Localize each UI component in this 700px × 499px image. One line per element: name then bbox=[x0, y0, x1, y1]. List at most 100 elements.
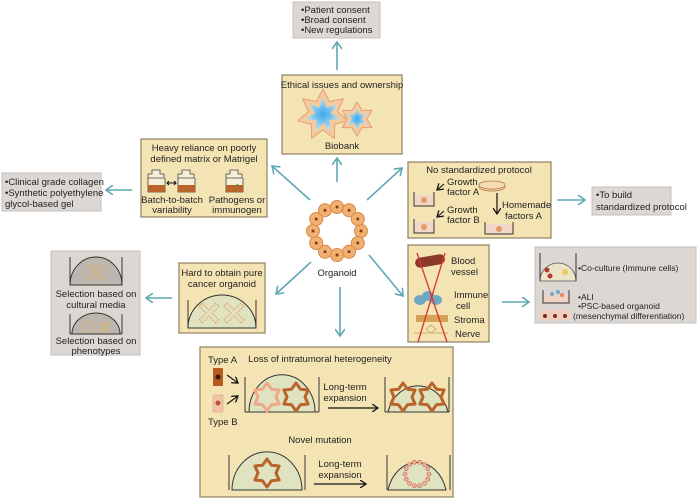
solution-text: standardized protocol bbox=[596, 202, 687, 213]
organoid-shape bbox=[389, 381, 417, 413]
growth-factor-a-label: factor A bbox=[447, 187, 480, 198]
growth-factor-b-label: Growth bbox=[447, 205, 478, 216]
lumen bbox=[347, 108, 367, 130]
organoid-x-icon bbox=[198, 302, 245, 324]
psc-organoid-icon bbox=[540, 310, 570, 320]
arrow-to-purity bbox=[276, 261, 312, 294]
dispersed-cell bbox=[403, 466, 409, 472]
cell-nucleus bbox=[359, 229, 363, 233]
organoid-shape bbox=[253, 381, 281, 413]
organoid-x-shape bbox=[99, 321, 111, 333]
solution-text: •Patient consent bbox=[301, 5, 370, 16]
organoid-x-icon bbox=[87, 263, 105, 281]
ethics-solutions-box: •Patient consent •Broad consent •New reg… bbox=[292, 1, 381, 39]
homemade-factors-label: Homemade bbox=[502, 200, 551, 211]
organoid-x-icon bbox=[99, 321, 111, 333]
double-arrow-icon bbox=[166, 180, 177, 186]
microenv-label: cell bbox=[456, 301, 470, 312]
pathogens-label: Pathogens or bbox=[209, 195, 266, 206]
solution-text: •Co-culture (Immune cells) bbox=[578, 263, 678, 273]
phenotype-selection-label: Selection based on bbox=[56, 336, 137, 347]
matrix-title: defined matrix or Matrigel bbox=[150, 154, 257, 165]
matrigel-bottle-icon bbox=[147, 169, 166, 193]
dispersed-cell bbox=[403, 476, 409, 482]
microenv-label: Nerve bbox=[455, 329, 480, 340]
expansion-label: expansion bbox=[318, 470, 361, 481]
dispersed-cell bbox=[425, 476, 431, 482]
dispersed-cell bbox=[417, 483, 422, 488]
arrow-to-protocol bbox=[366, 168, 402, 201]
batch-variability-label: variability bbox=[152, 205, 192, 216]
organoid-x-shape bbox=[198, 302, 220, 324]
dispersed-cell bbox=[417, 460, 422, 465]
heterogeneity-title: Loss of intratumoral heterogeneity bbox=[248, 354, 392, 365]
dispersed-cell bbox=[425, 466, 431, 472]
dome-icon bbox=[231, 451, 303, 491]
solution-text: •To build bbox=[596, 190, 632, 201]
protocol-box: No standardized protocol Growth factor A… bbox=[407, 161, 552, 239]
cell-nucleus bbox=[323, 250, 327, 254]
organoid-x-shape bbox=[223, 302, 245, 324]
ethics-box: Ethical issues and ownership Biobank bbox=[281, 74, 404, 155]
dispersed-cell bbox=[407, 481, 412, 486]
culture-well-icon bbox=[484, 222, 514, 235]
dispersed-cell bbox=[402, 471, 408, 477]
biobank-label: Biobank bbox=[325, 141, 360, 152]
cell-nucleus bbox=[356, 217, 360, 221]
arrow-to-matrix bbox=[272, 166, 311, 201]
arrow-to-microenvironment bbox=[368, 254, 403, 296]
dispersed-cell bbox=[412, 460, 417, 465]
solution-text: •Synthetic polyethylene bbox=[5, 188, 103, 199]
petri-dish-icon bbox=[478, 180, 506, 192]
culture-well-icon bbox=[413, 192, 435, 207]
dispersed-cell bbox=[422, 462, 427, 467]
solution-text: •PSC-based organoid bbox=[578, 301, 660, 311]
media-selection-label: cultural media bbox=[66, 300, 126, 311]
culture-well-icon bbox=[413, 219, 435, 234]
organoid-x-shape bbox=[87, 263, 105, 281]
arrow-icon bbox=[437, 211, 445, 217]
dispersed-cell bbox=[422, 481, 427, 486]
protocol-title: No standardized protocol bbox=[426, 165, 532, 176]
cell-nucleus bbox=[323, 208, 327, 212]
expansion-label: expansion bbox=[323, 393, 366, 404]
cell-nucleus bbox=[347, 208, 351, 212]
organoid-label: Organoid bbox=[317, 268, 356, 279]
microenv-label: Immune bbox=[454, 290, 488, 301]
homemade-factors-label: factors A bbox=[505, 211, 543, 222]
ali-icon bbox=[542, 290, 570, 304]
solution-text: •New regulations bbox=[301, 25, 373, 36]
microenvironment-solutions-box: •Co-culture (Immune cells) •ALI •PSC-bas… bbox=[534, 246, 697, 324]
solution-text: glycol-based gel bbox=[5, 199, 74, 210]
novel-mutation-title: Novel mutation bbox=[288, 435, 351, 446]
purity-solutions-box: Selection based on cultural media Select… bbox=[50, 250, 141, 357]
cell-nucleus bbox=[347, 250, 351, 254]
purity-title: cancer organoid bbox=[188, 279, 256, 290]
matrix-title: Heavy reliance on poorly bbox=[152, 143, 257, 154]
cell-nucleus bbox=[335, 205, 339, 209]
type-a-label: Type A bbox=[208, 355, 238, 366]
arrows bbox=[106, 42, 585, 336]
solution-text: •ALI bbox=[578, 292, 594, 302]
stroma-icon bbox=[416, 315, 448, 322]
blood-vessel-icon bbox=[415, 254, 445, 268]
solution-text: (mesenchymal differentiation) bbox=[573, 311, 685, 321]
ethics-title: Ethical issues and ownership bbox=[281, 80, 404, 91]
dispersed-cell bbox=[412, 483, 417, 488]
coculture-icon bbox=[539, 253, 577, 282]
batch-variability-label: Batch-to-batch bbox=[141, 195, 203, 206]
purity-box: Hard to obtain pure cancer organoid bbox=[178, 262, 266, 334]
microenvironment-box: Blood vessel Immune cell Stroma Nerve bbox=[407, 244, 490, 343]
lumen bbox=[305, 97, 341, 132]
matrix-box: Heavy reliance on poorly defined matrix … bbox=[140, 138, 268, 218]
solution-text: •Broad consent bbox=[301, 15, 366, 26]
type-b-label: Type B bbox=[208, 417, 238, 428]
arrow-icon bbox=[437, 184, 445, 190]
dome-icon bbox=[69, 256, 123, 286]
matrix-solutions-box: •Clinical grade collagen •Synthetic poly… bbox=[1, 172, 104, 212]
microenv-label: Stroma bbox=[454, 315, 485, 326]
matrigel-bottle-icon bbox=[177, 169, 196, 193]
media-selection-label: Selection based on bbox=[56, 289, 137, 300]
